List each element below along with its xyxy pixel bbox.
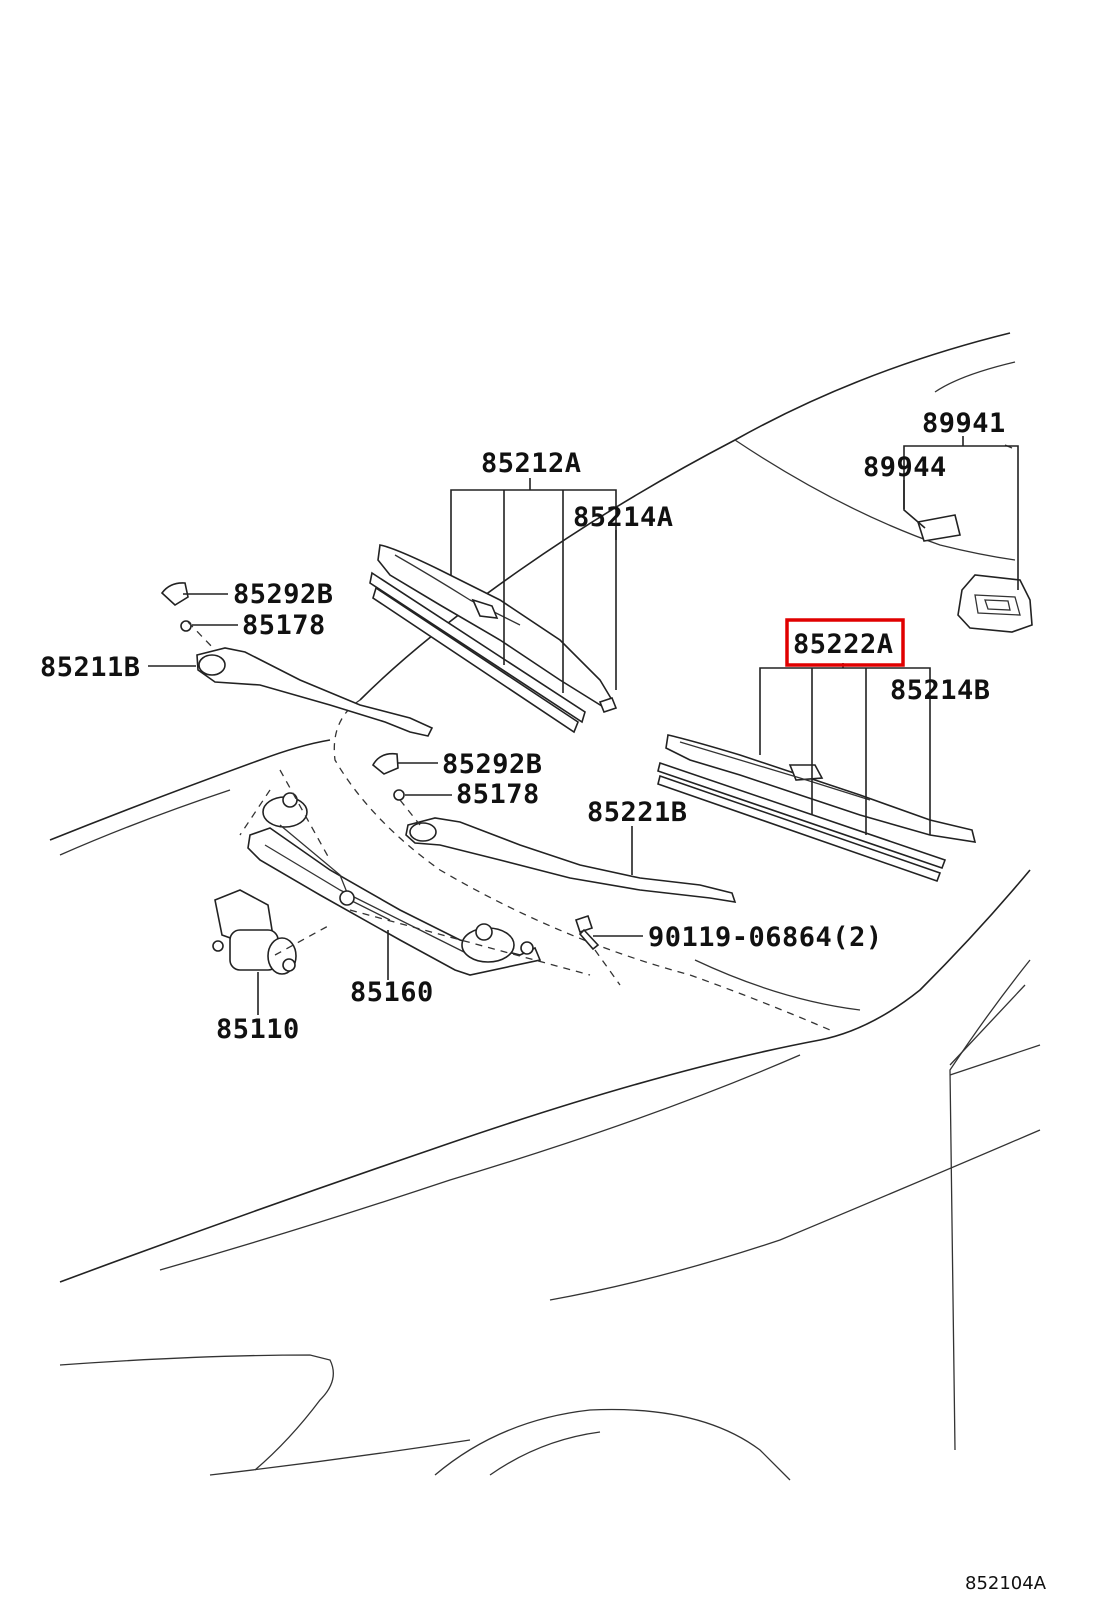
label-85212A[interactable]: 85212A [481,448,582,479]
label-85211B[interactable]: 85211B [40,652,141,683]
assembly-dash-lines [187,621,621,986]
label-90119-06864[interactable]: 90119-06864(2) [648,922,883,953]
wiper-linkage [247,792,542,976]
leader-lines [148,436,1019,1015]
part-labels: 89941 89944 85212A 85214A 85292B 85178 8… [40,408,1006,1045]
label-89941[interactable]: 89941 [922,408,1006,439]
right-wiper-blade [657,734,977,883]
label-85160[interactable]: 85160 [350,977,434,1008]
vehicle-body-outline [49,332,1041,1481]
highlight-box [785,618,905,667]
figure-code: 852104A [965,1573,1047,1594]
rain-sensor-parts [916,514,1033,633]
label-85178-top[interactable]: 85178 [242,610,326,641]
label-89944[interactable]: 89944 [863,452,947,483]
right-wiper-arm [371,752,737,903]
label-85221B[interactable]: 85221B [587,797,688,828]
label-85222A[interactable]: 85222A [793,629,894,660]
label-85292B-top[interactable]: 85292B [233,579,334,610]
label-85292B-mid[interactable]: 85292B [442,749,543,780]
bolt-90119 [574,914,600,951]
label-85214B[interactable]: 85214B [890,675,991,706]
label-85110[interactable]: 85110 [216,1014,300,1045]
left-wiper-blade [369,544,618,734]
label-85178-mid[interactable]: 85178 [456,779,540,810]
label-85214A[interactable]: 85214A [573,502,674,533]
wiper-motor [212,889,297,975]
left-wiper-arm [160,582,434,737]
